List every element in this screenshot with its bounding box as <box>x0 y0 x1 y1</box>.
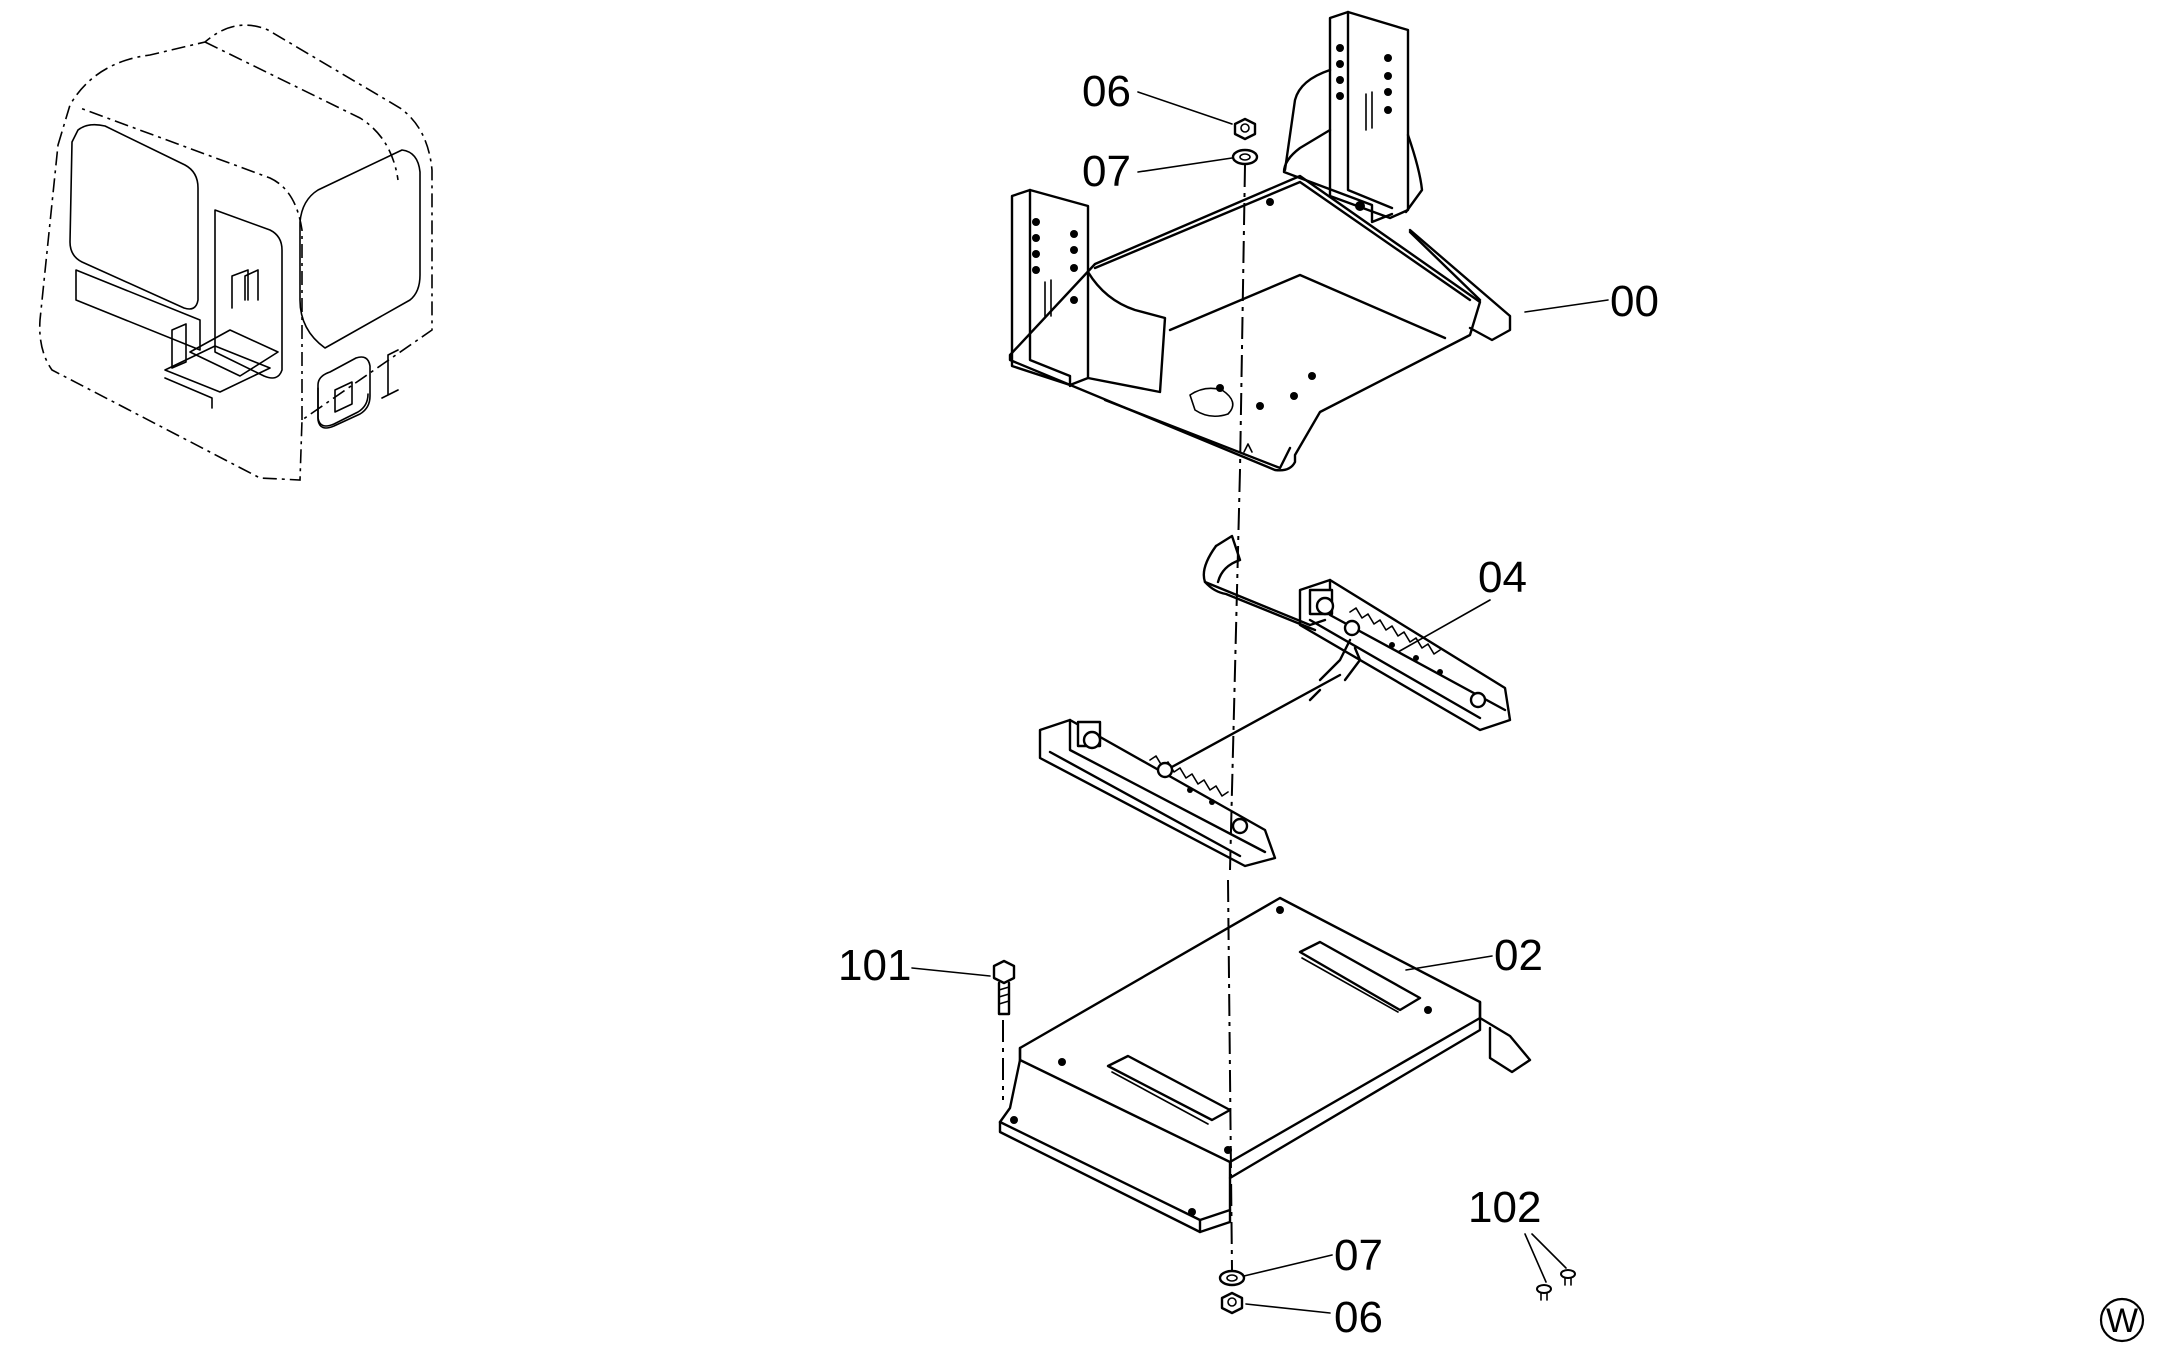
callout-07-top: 07 <box>1082 147 1131 196</box>
fastener-102-screws <box>1536 1269 1576 1301</box>
corner-mark-badge: W <box>2099 1297 2145 1343</box>
assembly-center-lines <box>1002 164 1246 1271</box>
fastener-07-bottom-washer <box>1218 1269 1246 1287</box>
fastener-07-top-washer <box>1231 148 1259 166</box>
corner-mark-letter: W <box>2106 1302 2138 1340</box>
callout-06-top: 06 <box>1082 67 1131 116</box>
callout-102: 102 <box>1468 1183 1541 1232</box>
leader-lines <box>911 91 1609 1314</box>
part-02-base-plate <box>998 896 1532 1234</box>
cab-number-graphic <box>317 387 369 427</box>
callout-101: 101 <box>838 941 911 990</box>
part-00-seat-frame <box>1008 10 1512 472</box>
callout-06-bottom: 06 <box>1334 1293 1383 1342</box>
fastener-06-bottom-nut <box>1220 1291 1244 1315</box>
callout-07-bottom: 07 <box>1334 1231 1383 1280</box>
callout-00: 00 <box>1610 277 1659 326</box>
fastener-06-top-nut <box>1233 117 1257 141</box>
part-04-slide-rail-assembly <box>1038 534 1512 868</box>
fastener-101-bolt <box>992 959 1016 1016</box>
cab-overview-thumbnail: 01 <box>38 24 433 481</box>
callout-04: 04 <box>1478 553 1527 602</box>
callout-02: 02 <box>1494 931 1543 980</box>
